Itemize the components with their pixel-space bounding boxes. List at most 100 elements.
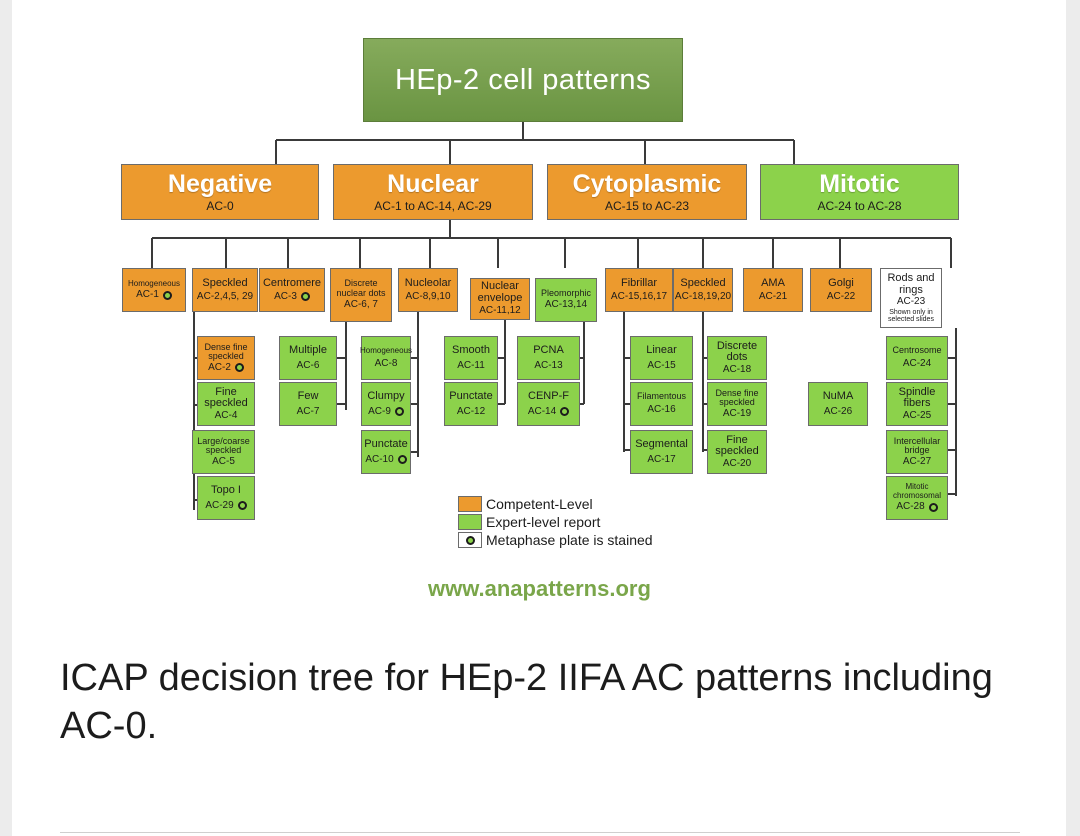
leaf-homogeneous-nucleolar: Homogeneous AC-8 [360, 336, 412, 380]
metaphase-circle-icon [300, 292, 310, 302]
node-code: AC-18,19,20 [674, 290, 732, 302]
leaf-code: AC-20 [722, 457, 752, 469]
leaf-code: AC-6 [296, 359, 320, 371]
leaf-code: AC-11 [457, 359, 485, 371]
category-code: AC-1 to AC-14, AC-29 [374, 199, 492, 214]
leaf-name: Mitotic chromosomal [892, 482, 941, 500]
leaf-code: AC-28 [896, 501, 925, 513]
node-code: AC-3 [274, 290, 297, 302]
legend-swatch-white [458, 532, 482, 548]
leaf-code: AC-18 [722, 363, 752, 375]
node-nuclear-envelope: Nuclear envelope AC-11,12 [470, 278, 530, 320]
leaf-numa: NuMA AC-26 [808, 382, 868, 426]
leaf-linear: Linear AC-15 [630, 336, 693, 380]
node-code: AC-2,4,5, 29 [196, 290, 254, 302]
metaphase-circle-icon [465, 535, 475, 545]
node-name: Speckled [680, 276, 726, 289]
node-pleomorphic: Pleomorphic AC-13,14 [535, 278, 597, 322]
leaf-code: AC-19 [722, 407, 752, 419]
leaf-code: AC-8 [374, 357, 398, 369]
leaf-name: Fine speckled [715, 433, 759, 458]
leaf-code: AC-16 [647, 404, 676, 416]
leaf-name: Intercellular bridge [893, 435, 941, 456]
leaf-code: AC-13 [534, 359, 563, 371]
leaf-filamentous: Filamentous AC-16 [630, 382, 693, 426]
node-code: AC-11,12 [479, 305, 521, 317]
category-code: AC-15 to AC-23 [604, 199, 690, 214]
leaf-punctate-envelope: Punctate AC-12 [444, 382, 498, 426]
legend-item-metaphase: Metaphase plate is stained [458, 532, 653, 548]
category-code: AC-0 [206, 199, 234, 214]
leaf-code: AC-15 [647, 359, 676, 371]
metaphase-circle-icon [162, 290, 172, 300]
legend-label: Metaphase plate is stained [486, 532, 653, 548]
metaphase-circle-icon [397, 455, 407, 465]
category-nuclear: Nuclear AC-1 to AC-14, AC-29 [333, 164, 533, 220]
leaf-name: Dense fine speckled [204, 341, 248, 362]
category-cytoplasmic: Cytoplasmic AC-15 to AC-23 [547, 164, 747, 220]
node-golgi: Golgi AC-22 [810, 268, 872, 312]
node-code: AC-23 [896, 296, 926, 308]
leaf-code: AC-29 [205, 499, 234, 511]
leaf-topo-i: Topo I AC-29 [197, 476, 255, 520]
leaf-name: Multiple [289, 343, 327, 356]
legend-item-expert: Expert-level report [458, 514, 600, 530]
legend-swatch-orange [458, 496, 482, 512]
metaphase-circle-icon [928, 502, 938, 512]
node-name: Homogeneous [127, 278, 181, 288]
category-mitotic: Mitotic AC-24 to AC-28 [760, 164, 959, 220]
diagram-title-text: HEp-2 cell patterns [394, 63, 652, 96]
node-name: AMA [761, 276, 785, 289]
divider [60, 832, 1020, 833]
metaphase-circle-icon [237, 501, 247, 511]
leaf-pcna: PCNA AC-13 [517, 336, 580, 380]
leaf-name: Linear [646, 343, 677, 356]
node-name: Discrete nuclear dots [336, 278, 386, 298]
leaf-name: Fine speckled [204, 385, 248, 410]
node-ama: AMA AC-21 [743, 268, 803, 312]
leaf-few: Few AC-7 [279, 382, 337, 426]
category-code: AC-24 to AC-28 [817, 199, 902, 214]
leaf-code: AC-5 [212, 455, 235, 467]
leaf-intercellular-bridge: Intercellular bridge AC-27 [886, 430, 948, 474]
node-name: Golgi [828, 276, 854, 289]
leaf-name: Discrete dots [716, 339, 758, 364]
leaf-centrosome: Centrosome AC-24 [886, 336, 948, 380]
category-name: Nuclear [387, 170, 479, 199]
metaphase-circle-icon [234, 363, 244, 373]
node-name: Speckled [202, 276, 248, 289]
leaf-name: Few [297, 389, 319, 402]
leaf-code: AC-17 [647, 453, 676, 465]
legend-label: Expert-level report [486, 514, 601, 530]
node-name: Pleomorphic [540, 288, 592, 299]
leaf-name: NuMA [822, 389, 854, 402]
legend-item-competent: Competent-Level [458, 496, 593, 512]
node-note: Shown only in selected slides [888, 308, 934, 323]
leaf-code: AC-7 [296, 405, 320, 417]
node-code: AC-6, 7 [344, 299, 378, 311]
leaf-name: Centrosome [892, 345, 942, 356]
leaf-large-coarse-speckled: Large/coarse speckled AC-5 [192, 430, 255, 474]
leaf-name: Punctate [449, 389, 493, 402]
leaf-name: Dense fine speckled [715, 387, 759, 408]
node-name: Centromere [262, 276, 322, 289]
category-name: Cytoplasmic [572, 170, 722, 199]
leaf-punctate-nucleolar: Punctate AC-10 [361, 430, 411, 474]
leaf-segmental: Segmental AC-17 [630, 430, 693, 474]
leaf-code: AC-24 [902, 358, 932, 370]
node-homogeneous: Homogeneous AC-1 [122, 268, 186, 312]
node-code: AC-21 [758, 290, 788, 302]
category-name: Negative [167, 170, 273, 199]
leaf-name: Segmental [635, 437, 688, 450]
node-name: Nuclear envelope [477, 280, 523, 304]
node-nucleolar: Nucleolar AC-8,9,10 [398, 268, 458, 312]
leaf-dense-fine-speckled: Dense fine speckled AC-2 [197, 336, 255, 380]
leaf-cenp-f: CENP-F AC-14 [517, 382, 580, 426]
node-speckled-cytoplasmic: Speckled AC-18,19,20 [673, 268, 733, 312]
leaf-name: Topo I [211, 483, 241, 496]
node-rods-and-rings: Rods and rings AC-23 Shown only in selec… [880, 268, 942, 328]
leaf-name: Large/coarse speckled [197, 435, 250, 456]
category-negative: Negative AC-0 [121, 164, 319, 220]
